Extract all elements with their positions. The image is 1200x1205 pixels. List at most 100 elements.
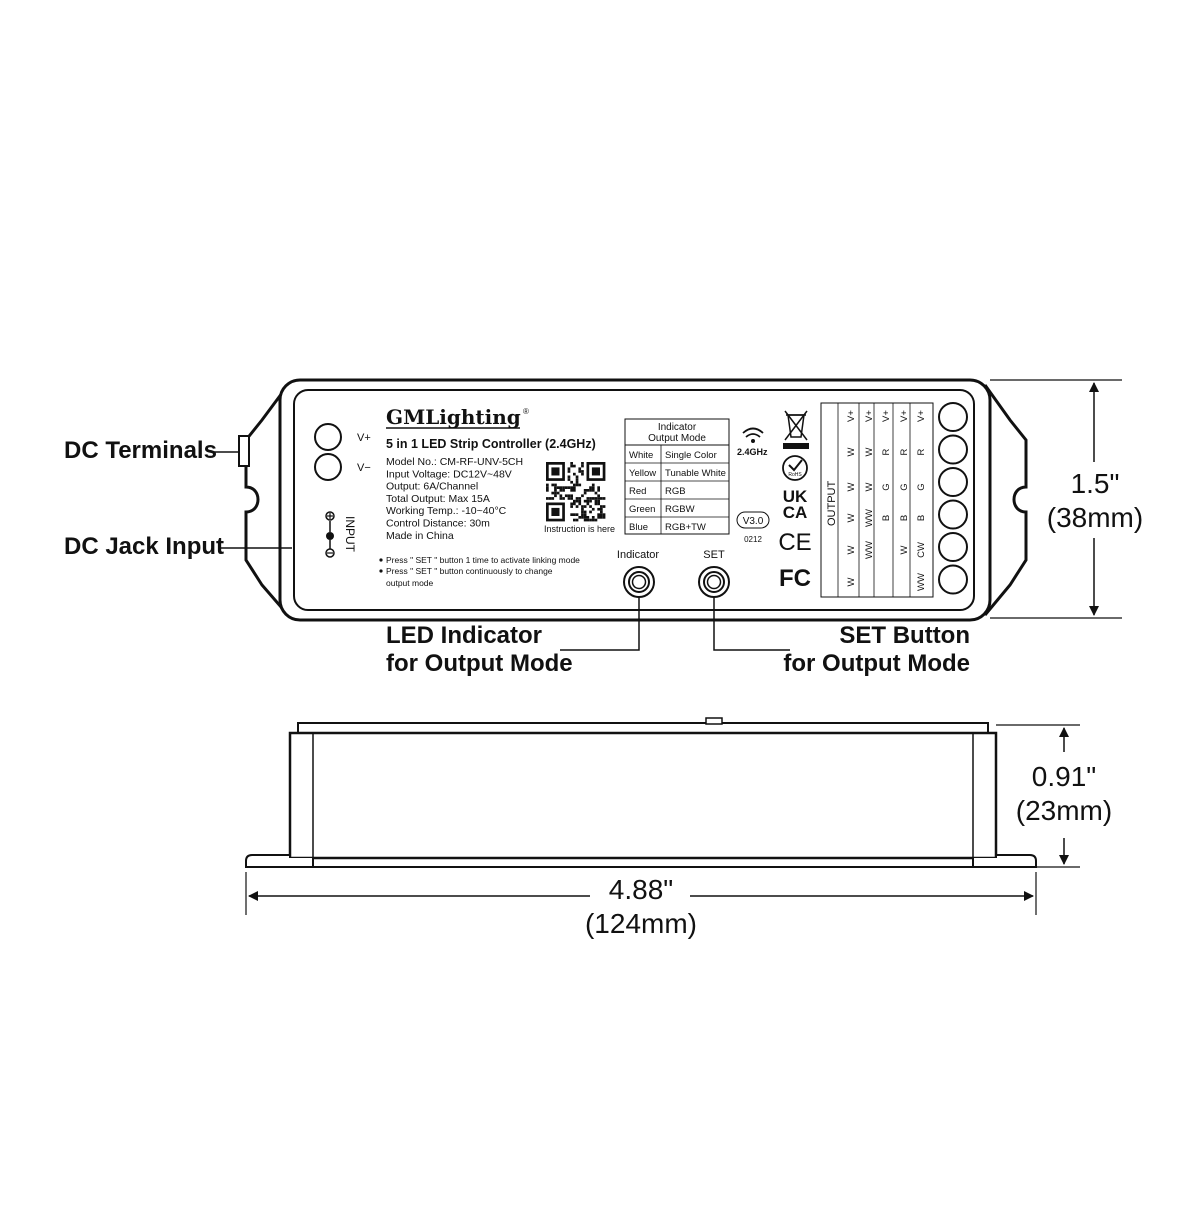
output-terminal-label: B [899, 515, 910, 521]
width-mm: (124mm) [584, 908, 697, 939]
height-inches: 1.5" [1070, 468, 1120, 499]
output-terminal-label: W [846, 482, 857, 491]
led-indicator-leader [560, 597, 640, 651]
spec-line: Working Temp.: -10~40°C [386, 505, 507, 517]
output-terminal-label: G [881, 483, 892, 490]
terminal-vplus-label: V+ [357, 432, 371, 444]
output-terminal-label: W [846, 577, 857, 586]
side-left-foot [245, 854, 314, 868]
output-terminal-label: G [899, 483, 910, 490]
wireless-label: 2.4GHz [737, 447, 768, 457]
input-label: INPUT [343, 516, 357, 553]
bullet-dot [379, 569, 383, 573]
output-terminal-label: V+ [881, 410, 892, 422]
output-terminal-label: CW [916, 542, 927, 558]
side-body [288, 731, 998, 860]
output-terminal-label: WW [916, 573, 927, 591]
callout-dc-jack-input: DC Jack Input [64, 533, 225, 560]
spec-line: Total Output: Max 15A [386, 493, 490, 505]
ukca-mark: UK CA [783, 487, 808, 522]
indicator-button-label: Indicator [617, 549, 660, 561]
output-terminal-label: W [864, 447, 875, 456]
callout-dc-terminals: DC Terminals [64, 437, 217, 464]
set-button-leader [713, 597, 790, 651]
width-inches: 4.88" [608, 874, 674, 905]
usage-note-line: Press " SET " button 1 time to activate … [386, 555, 580, 565]
usage-note-line: output mode [386, 578, 434, 588]
bullet-dot [379, 558, 383, 562]
output-terminal-label: V+ [899, 410, 910, 422]
callout-led-indicator: LED Indicator for Output Mode [386, 622, 573, 678]
dc-jack-symbol [325, 511, 335, 558]
spec-line: Output: 6A/Channel [386, 481, 478, 493]
rohs-icon: RoHS [782, 455, 808, 481]
terminal-vplus[interactable] [314, 423, 342, 451]
output-terminal-screw[interactable] [938, 434, 968, 465]
callout-led-indicator-line1: LED Indicator [386, 622, 543, 649]
height-mm: (38mm) [1046, 502, 1144, 533]
output-terminal-label: W [846, 447, 857, 456]
version-badge [736, 511, 770, 529]
qr-caption: Instruction is here [544, 524, 615, 534]
output-terminal-label: W [846, 545, 857, 554]
callout-set-button: SET Button for Output Mode [760, 622, 970, 678]
indicator-table-header-2: Output Mode [648, 433, 706, 444]
indicator-color-cell: Green [629, 504, 655, 515]
output-terminal-label: W [899, 545, 910, 554]
right-mounting-flange [983, 384, 1028, 616]
svg-text:UK: UK [783, 487, 808, 506]
output-terminal-label: WW [864, 509, 875, 527]
output-terminal-screw[interactable] [938, 467, 968, 497]
output-terminal-label: V+ [846, 410, 857, 422]
spec-line: Model No.: CM-RF-UNV-5CH [386, 456, 523, 468]
terminal-vminus-label: V− [357, 462, 371, 474]
output-terminal-label: W [864, 482, 875, 491]
qr-code [546, 462, 606, 522]
output-mode-cell: RGB+TW [665, 522, 706, 533]
output-terminal-label: B [916, 515, 927, 521]
output-terminal-label: W [846, 513, 857, 522]
usage-notes: Press " SET " button 1 time to activate … [379, 555, 580, 588]
usage-note-line: Press " SET " button continuously to cha… [386, 566, 553, 576]
depth-inches: 0.91" [1031, 761, 1097, 792]
output-mode-cell: Tunable White [665, 468, 726, 479]
date-code: 0212 [744, 535, 762, 544]
output-terminal-label: R [881, 448, 892, 455]
side-right-foot [972, 854, 1037, 868]
indicator-table-header-1: Indicator [658, 422, 697, 433]
indicator-color-cell: Yellow [629, 468, 656, 479]
output-mode-cell: Single Color [665, 450, 717, 461]
terminal-vminus[interactable] [314, 453, 342, 481]
output-mode-cell: RGBW [665, 504, 695, 515]
output-terminal-label: WW [864, 541, 875, 559]
product-title: 5 in 1 LED Strip Controller (2.4GHz) [386, 437, 596, 451]
callout-led-indicator-line2: for Output Mode [386, 650, 573, 677]
output-terminals [938, 402, 968, 595]
fcc-mark: FC [779, 565, 811, 592]
indicator-color-cell: Blue [629, 522, 648, 533]
output-terminal-screw[interactable] [938, 532, 968, 562]
width-dimension-label: 4.88" (124mm) [576, 873, 706, 941]
left-mounting-flange [244, 384, 290, 616]
output-terminal-label: V+ [864, 410, 875, 422]
version-text: V3.0 [743, 516, 764, 527]
output-label: OUTPUT [826, 481, 838, 527]
brand-logo: GMLighting [386, 405, 521, 429]
output-terminal-screw[interactable] [938, 499, 968, 530]
output-terminal-screw[interactable] [938, 564, 968, 595]
side-top-lid [297, 722, 989, 734]
output-terminal-label: G [916, 483, 927, 490]
output-terminal-table: OUTPUT V+WWWWWV+WWWWWWV+RGBV+RGBWV+RGBCW… [820, 402, 934, 598]
spec-line: Made in China [386, 530, 454, 542]
output-terminal-label: R [899, 448, 910, 455]
indicator-color-cell: Red [629, 486, 646, 497]
output-terminal-screw[interactable] [938, 402, 968, 432]
svg-text:RoHS: RoHS [788, 472, 802, 478]
side-top-nub [705, 717, 723, 725]
brand-registered-mark: ® [523, 407, 529, 416]
depth-mm: (23mm) [1015, 795, 1113, 826]
